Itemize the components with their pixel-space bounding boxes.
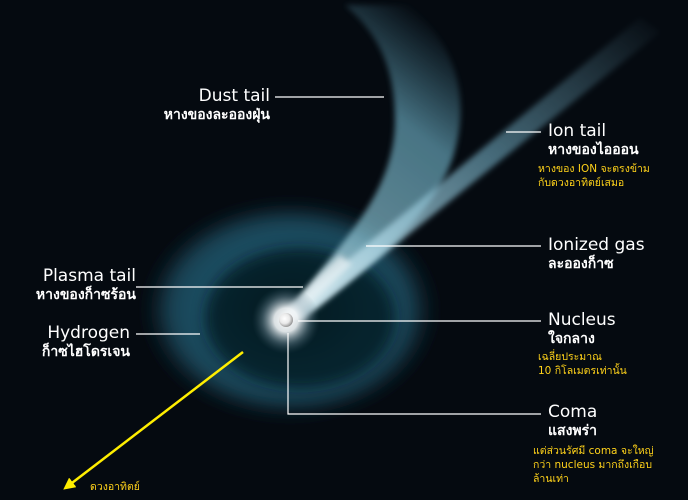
dust-tail-th: หางของละอองฝุ่น [163,106,270,123]
coma-label: Coma แสงพร่า [548,402,598,439]
dust-tail-en: Dust tail [198,86,270,106]
ion-tail-note: หางของ ION จะตรงข้าม กับดวงอาทิตย์เสมอ [538,162,650,190]
hydrogen-th: ก็าซไฮโดรเจน [41,343,130,360]
coma-en: Coma [548,402,598,422]
ion-tail-note-line: หางของ ION จะตรงข้าม [538,163,650,175]
dust-tail-label: Dust tail หางของละอองฝุ่น [163,86,270,123]
sun-direction-arrow [63,351,244,490]
nucleus-th: ใจกลาง [548,330,595,347]
coma-note: แต่ส่วนรัศมี coma จะใหญ่ กว่า nucleus มา… [533,444,654,487]
ion-tail-label: Ion tail หางของไอออน [548,121,639,158]
sun-direction-label: ดวงอาทิตย์ [90,481,140,493]
dust-tail [300,5,461,310]
nucleus-label: Nucleus ใจกลาง [548,310,616,347]
leader-lines [136,96,541,415]
ionized-gas-label: Ionized gas ละอองก็าซ [548,235,645,272]
hydrogen-label: Hydrogen ก็าซไฮโดรเจน [41,323,130,360]
nucleus-note-line: เฉลี่ยประมาณ [538,351,602,363]
nucleus-note-line: 10 กิโลเมตรเท่านั้น [538,365,627,378]
nucleus-en: Nucleus [548,310,616,330]
plasma-tail-en: Plasma tail [42,266,136,286]
coma-leader [287,333,541,415]
ionized-gas-th: ละอองก็าซ [548,255,614,272]
coma-note-line: แต่ส่วนรัศมี coma จะใหญ่ [533,445,654,457]
hydrogen-en: Hydrogen [47,323,130,343]
plasma-tail-label: Plasma tail หางของก็าซร้อน [35,266,136,303]
plasma-tail-th: หางของก็าซร้อน [35,286,136,303]
nucleus-ball [279,313,293,327]
coma-note-line: กว่า nucleus มากถึงเกือบ [533,459,652,472]
ion-tail-th: หางของไอออน [548,141,639,158]
coma-note-line: ล้านเท่า [533,473,569,486]
nucleus-note: เฉลี่ยประมาณ 10 กิโลเมตรเท่านั้น [538,350,627,378]
ionized-gas-en: Ionized gas [548,235,645,255]
ion-tail-en: Ion tail [548,121,607,141]
coma-th: แสงพร่า [548,422,598,439]
ion-tail-note-line: กับดวงอาทิตย์เสมอ [538,177,625,190]
